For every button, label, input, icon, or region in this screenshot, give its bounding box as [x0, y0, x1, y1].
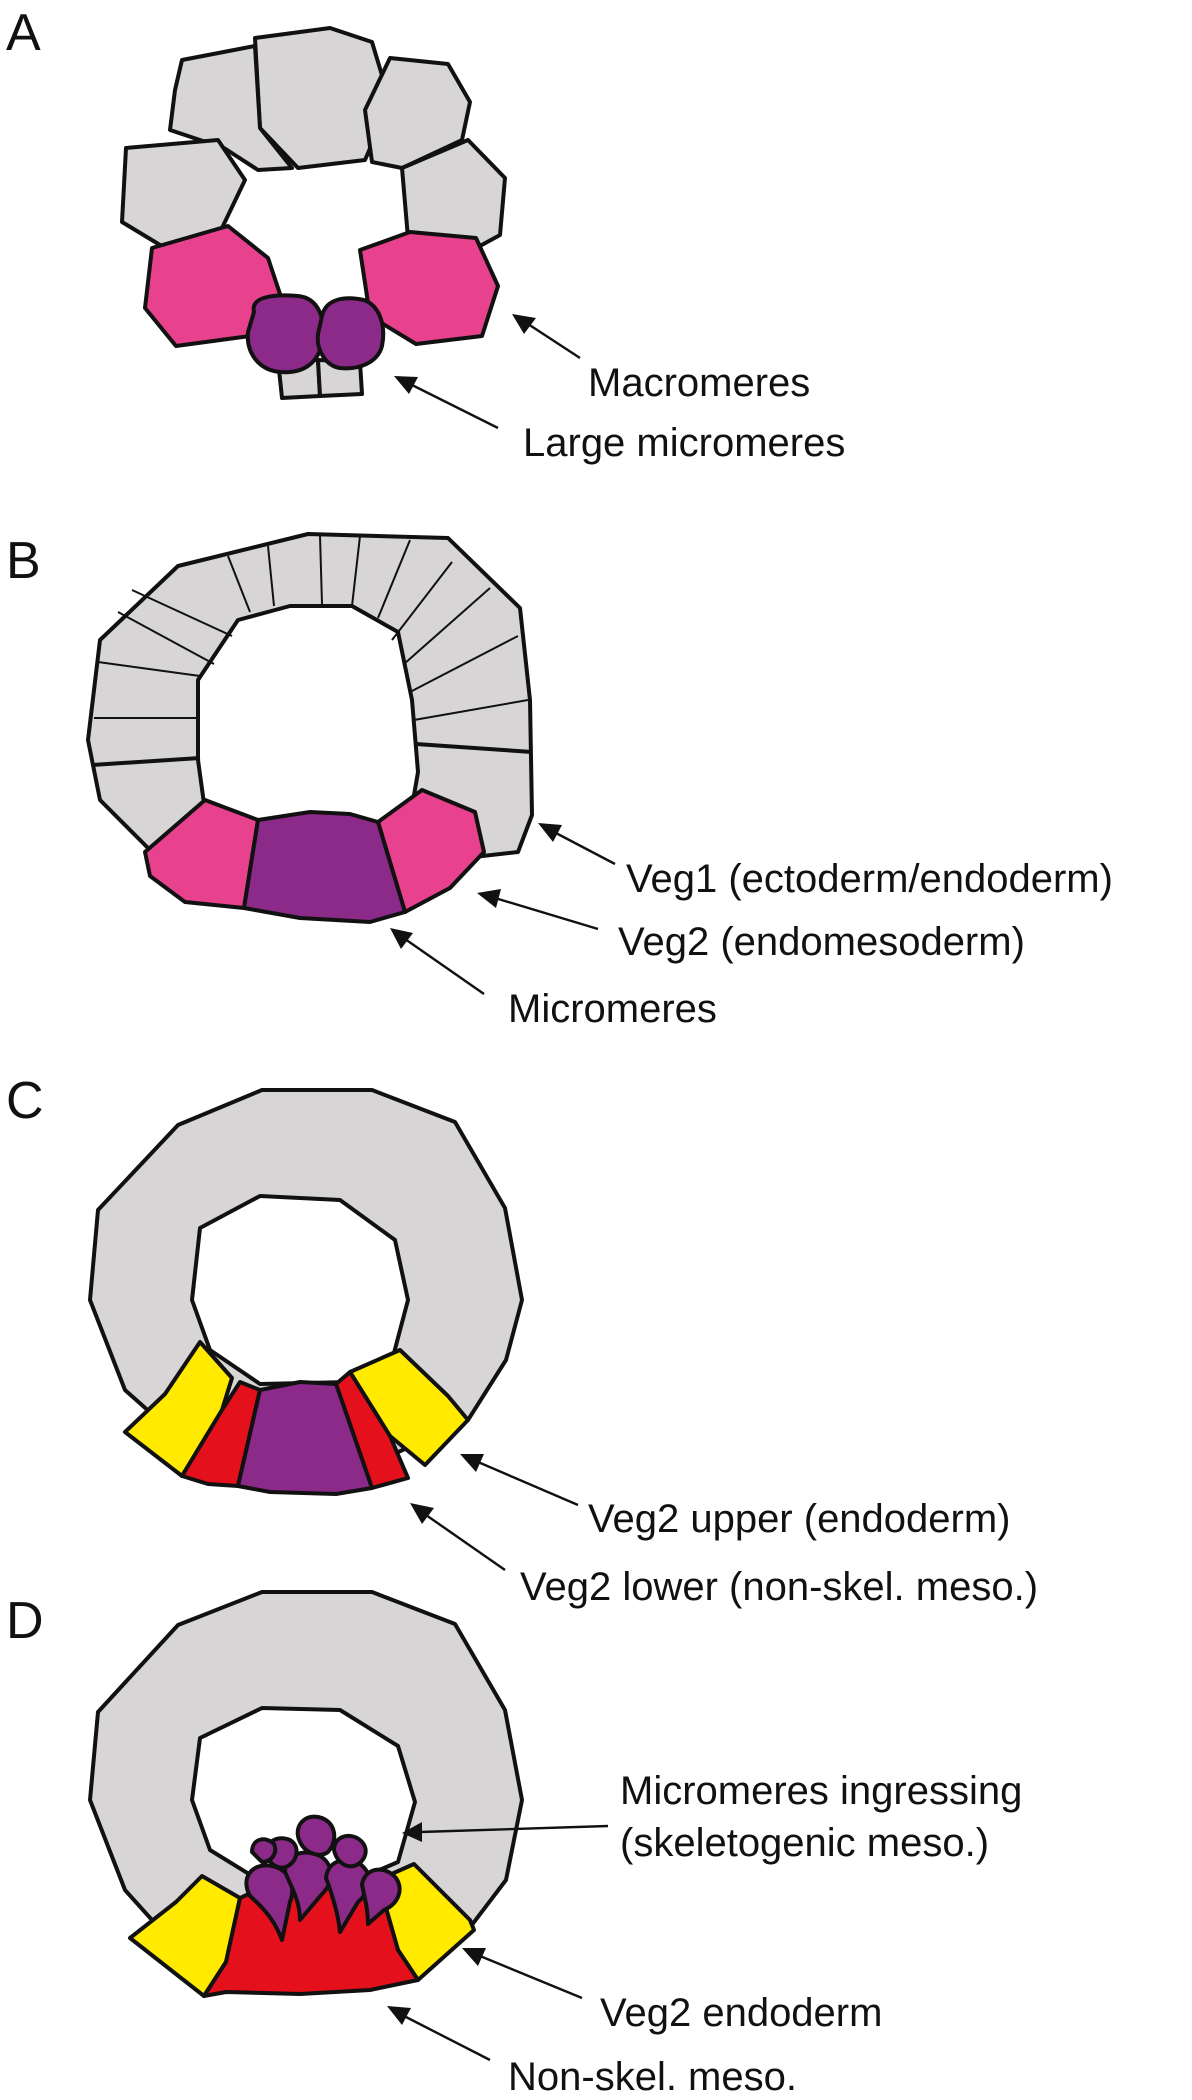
non-skel-label: Non-skel. meso. — [508, 2055, 797, 2099]
panel-b: B Veg1 (ectoderm/endoderm) — [6, 532, 1113, 1031]
large-micromeres-label: Large micromeres — [523, 421, 845, 465]
micromere-block — [236, 1380, 374, 1496]
large-micromeres-arrow — [394, 376, 499, 430]
veg2-label: Veg2 (endomesoderm) — [618, 920, 1025, 964]
veg2-endoderm-label: Veg2 endoderm — [600, 1991, 882, 2035]
veg1-arrow — [538, 823, 616, 866]
veg1-label: Veg1 (ectoderm/endoderm) — [626, 857, 1113, 901]
veg2-upper-arrow — [460, 1454, 579, 1507]
macromeres-label: Macromeres — [588, 361, 810, 405]
large-micromere-cell — [315, 296, 386, 371]
micromeres-label: Micromeres — [508, 987, 717, 1031]
veg2-arrow — [477, 889, 599, 931]
micromere-cell — [332, 1833, 368, 1869]
veg2-endoderm-arrow — [462, 1948, 583, 2000]
panel-b-letter: B — [6, 532, 41, 590]
micromere-cell — [295, 1814, 337, 1857]
micromere-block — [242, 810, 407, 924]
panel-a: A Macromeres Large micromeres — [6, 4, 845, 465]
micromeres-arrow — [390, 928, 485, 995]
ingressing-label-line1: Micromeres ingressing — [620, 1769, 1022, 1813]
macromeres-arrow — [512, 314, 581, 360]
micromere-cell — [360, 1867, 402, 1926]
ingressing-arrow — [402, 1822, 609, 1842]
ingressing-micromeres — [244, 1814, 402, 1942]
non-skel-arrow — [387, 2006, 491, 2062]
panel-d-letter: D — [6, 1592, 44, 1650]
mesomere-cell — [168, 44, 294, 172]
panel-c: C Veg2 upper (endoderm) Veg2 lower (non-… — [6, 1072, 1038, 1609]
panel-c-letter: C — [6, 1072, 44, 1130]
panel-d: D Micromeres ingressing (skeletogenic me… — [6, 1590, 1022, 2099]
large-micromere-cell — [245, 293, 325, 375]
veg2-lower-arrow — [410, 1503, 506, 1571]
micromere-cell — [250, 1837, 278, 1864]
veg2-upper-label: Veg2 upper (endoderm) — [588, 1497, 1011, 1541]
panel-a-letter: A — [6, 4, 41, 62]
veg2-lower-label: Veg2 lower (non-skel. meso.) — [520, 1565, 1038, 1609]
ingressing-label-line2: (skeletogenic meso.) — [620, 1821, 989, 1865]
ring-divisions — [91, 535, 533, 767]
